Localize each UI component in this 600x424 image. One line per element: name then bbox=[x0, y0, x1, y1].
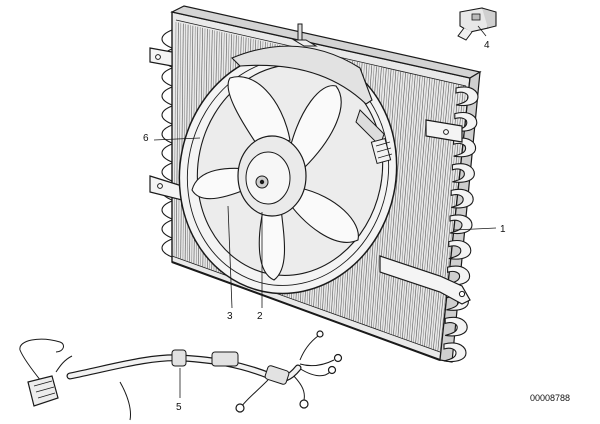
leader-lines bbox=[153, 25, 497, 398]
diagram-part-number: 00008788 bbox=[530, 393, 570, 403]
fan-blade bbox=[258, 197, 286, 281]
fan-wheel bbox=[191, 76, 359, 281]
callout-5: 5 bbox=[176, 402, 182, 413]
fan-blade bbox=[289, 85, 342, 169]
wiring-harness-part-5 bbox=[19, 330, 343, 421]
callout-2: 2 bbox=[257, 311, 263, 322]
callout-1: 1 bbox=[500, 224, 506, 235]
fan-blade bbox=[283, 187, 359, 243]
fan-connector bbox=[355, 109, 393, 165]
callout-4: 4 bbox=[484, 40, 490, 51]
callout-6: 6 bbox=[143, 133, 149, 144]
right-tube-loops bbox=[443, 86, 479, 363]
callout-3: 3 bbox=[227, 311, 233, 322]
relay-part-4 bbox=[457, 7, 497, 41]
fan-blade bbox=[227, 76, 291, 153]
